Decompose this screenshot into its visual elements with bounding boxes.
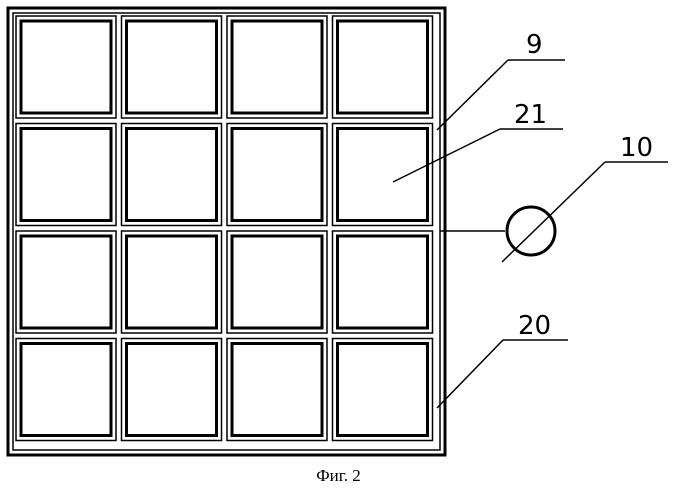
- label-20: 20: [518, 311, 551, 341]
- cell-outer-r3-c0: [16, 339, 116, 441]
- cell-outer-r2-c3: [333, 231, 433, 333]
- leader-20: [437, 340, 503, 408]
- cell-outer-r0-c2: [227, 16, 327, 118]
- figure-caption: Фиг. 2: [0, 466, 677, 486]
- cell-inner-r1-c1: [127, 129, 217, 221]
- cell-inner-r0-c2: [232, 21, 322, 113]
- cell-outer-r1-c3: [333, 124, 433, 226]
- cell-outer-r0-c1: [122, 16, 222, 118]
- cell-outer-r3-c2: [227, 339, 327, 441]
- cell-inner-r3-c0: [21, 344, 111, 436]
- label-10: 10: [620, 133, 653, 163]
- cell-inner-r3-c1: [127, 344, 217, 436]
- cell-outer-r3-c1: [122, 339, 222, 441]
- cell-inner-r1-c0: [21, 129, 111, 221]
- label-9: 9: [526, 30, 543, 60]
- cell-inner-r1-c3: [338, 129, 428, 221]
- cell-inner-r2-c1: [127, 236, 217, 328]
- cell-inner-r0-c3: [338, 21, 428, 113]
- cell-outer-r1-c1: [122, 124, 222, 226]
- cell-outer-r1-c0: [16, 124, 116, 226]
- cell-inner-r0-c1: [127, 21, 217, 113]
- cell-inner-r2-c2: [232, 236, 322, 328]
- cell-inner-r2-c0: [21, 236, 111, 328]
- cell-outer-r2-c1: [122, 231, 222, 333]
- cell-grid: [16, 16, 433, 441]
- symbol-circle-10: [507, 207, 555, 255]
- cell-inner-r1-c2: [232, 129, 322, 221]
- cell-inner-r3-c2: [232, 344, 322, 436]
- leader-9: [437, 60, 508, 130]
- cell-inner-r2-c3: [338, 236, 428, 328]
- cell-outer-r3-c3: [333, 339, 433, 441]
- cell-outer-r2-c0: [16, 231, 116, 333]
- cell-outer-r0-c3: [333, 16, 433, 118]
- cell-outer-r0-c0: [16, 16, 116, 118]
- cell-outer-r2-c2: [227, 231, 327, 333]
- cell-inner-r0-c0: [21, 21, 111, 113]
- cell-inner-r3-c3: [338, 344, 428, 436]
- label-21: 21: [514, 100, 547, 130]
- cell-outer-r1-c2: [227, 124, 327, 226]
